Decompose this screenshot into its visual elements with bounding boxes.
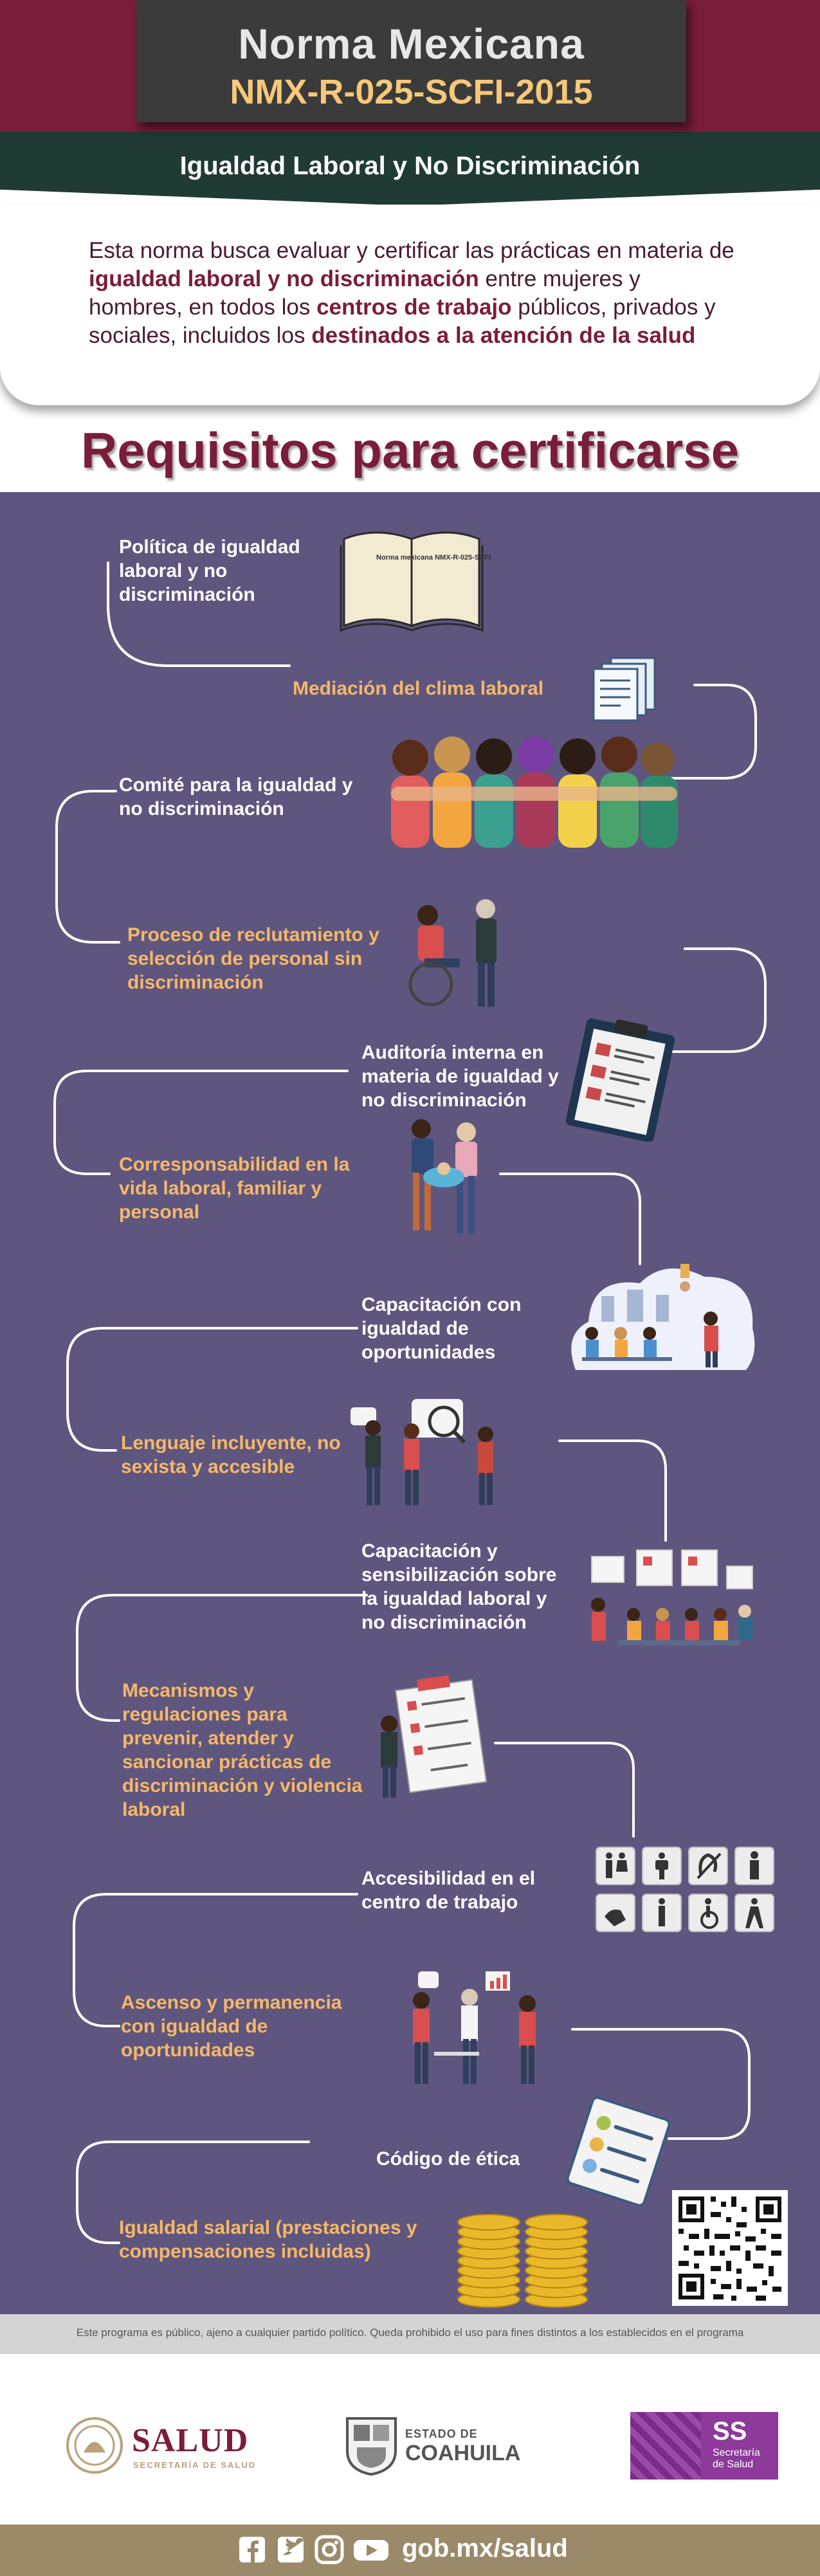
req-lenguaje: Lenguaje incluyente, no sexista y accesi… (121, 1432, 341, 1477)
qr-code[interactable] (672, 2190, 788, 2306)
req-capacitacion: Capacitación con igualdad de oportunidad… (361, 1294, 522, 1363)
req-igualdad-salarial: Igualdad salarial (prestaciones y compen… (119, 2217, 417, 2262)
req-accesibilidad: Accesibilidad en el centro de trabajo (361, 1868, 536, 1913)
group-people-illustration (391, 736, 678, 848)
book-text: Norma mexicana NMX-R-025-SCFI-2015 (376, 554, 492, 562)
ss-sub-1: Secretaría (713, 2447, 760, 2458)
wheelchair-interview-illustration (408, 899, 497, 1007)
youtube-icon[interactable] (354, 2540, 388, 2561)
ss-sub-2: de Salud (713, 2459, 754, 2470)
norm-code: NMX-R-025-SCFI-2015 (230, 73, 593, 111)
coat-of-arms-icon (66, 2417, 123, 2474)
twitter-icon[interactable] (278, 2537, 306, 2562)
subtitle-band (0, 132, 820, 206)
req-ascenso: Ascenso y permanencia con igualdad de op… (121, 1992, 342, 2061)
disclaimer-text: Este programa es público, ajeno a cualqu… (76, 2326, 744, 2339)
coahuila-top-text: ESTADO DE (405, 2427, 478, 2440)
promotion-illustration (413, 1971, 536, 2084)
regulations-illustration (381, 1675, 487, 1798)
documents-icon (592, 657, 656, 722)
intro-bold-1: igualdad laboral y no discriminación (89, 266, 479, 291)
intro-text-2: entre mujeres y hombres, en todos los (89, 266, 641, 320)
book-illustration: Norma mexicana NMX-R-025-SCFI-2015 (340, 531, 492, 632)
ss-logo-text: SS (713, 2417, 747, 2445)
req-politica: Política de igualdad laboral y no discri… (119, 536, 300, 605)
footer-bar (0, 2525, 820, 2576)
header-title-box: Norma Mexicana NMX-R-025-SCFI-2015 (136, 0, 686, 122)
req-reclutamiento: Proceso de reclutamiento y selección de … (127, 924, 379, 993)
accessibility-icons (596, 1847, 774, 1932)
salud-logo-subtitle: SECRETARÍA DE SALUD (133, 2460, 257, 2470)
instagram-icon[interactable] (314, 2535, 344, 2564)
family-illustration (412, 1119, 477, 1234)
connector-lines (53, 562, 767, 2244)
ethics-code-illustration (566, 2096, 671, 2206)
facebook-icon[interactable] (239, 2537, 265, 2562)
disclaimer-band (0, 2314, 820, 2354)
req-sensibilizacion: Capacitación y sensibilización sobre la … (361, 1540, 557, 1633)
header-title: Norma Mexicana (238, 20, 585, 68)
salud-logo-text: SALUD (132, 2422, 249, 2459)
social-icons (239, 2535, 388, 2564)
awareness-training-illustration (591, 1549, 753, 1645)
inclusive-language-illustration (351, 1399, 493, 1505)
section-title: Requisitos para certificarse (80, 422, 740, 479)
intro-text-3: públicos, privados y sociales, incluidos… (89, 295, 716, 348)
intro-bold-2: centros de trabajo (316, 295, 512, 320)
req-comite: Comité para la igualdad y no discriminac… (119, 774, 353, 819)
req-mediacion: Mediación del clima laboral (293, 678, 544, 699)
coahuila-text: COAHUILA (405, 2441, 521, 2465)
intro-text: Esta norma busca evaluar y certificar la… (89, 237, 738, 350)
req-auditoria: Auditoría interna en materia de igualdad… (361, 1042, 559, 1111)
ss-pattern (630, 2412, 701, 2480)
req-corresponsabilidad: Corresponsabilidad en la vida laboral, f… (119, 1154, 350, 1223)
header-subtitle: Igualdad Laboral y No Discriminación (179, 152, 641, 180)
intro-card: Esta norma busca evaluar y certificar la… (0, 205, 820, 405)
footer-site-link[interactable]: gob.mx/salud (402, 2534, 568, 2562)
coahuila-shield-icon (346, 2417, 397, 2476)
intro-bold-3: destinados a la atención de la salud (311, 323, 696, 348)
coins-illustration (457, 2214, 588, 2308)
req-codigo-etica: Código de ética (376, 2148, 520, 2170)
req-mecanismos: Mecanismos y regulaciones para prevenir,… (122, 1680, 363, 1820)
training-illustration (571, 1264, 755, 1370)
intro-text-1: Esta norma busca evaluar y certificar la… (89, 238, 734, 263)
clipboard-illustration (565, 1018, 675, 1142)
